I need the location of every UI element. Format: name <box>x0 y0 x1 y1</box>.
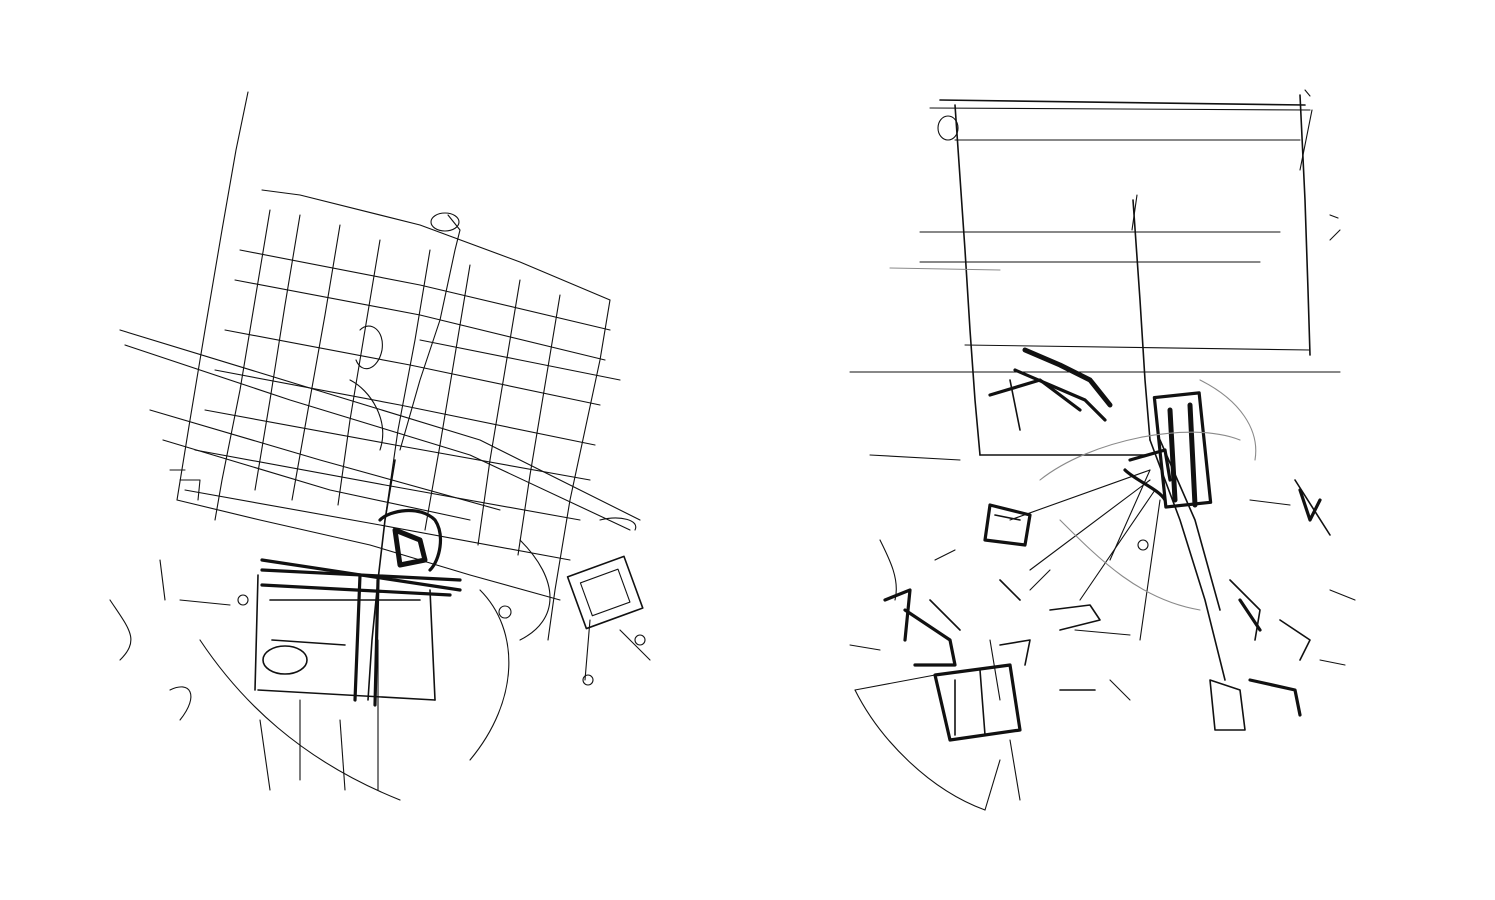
sketch-canvas <box>109 89 1356 811</box>
left-sketch <box>109 91 651 801</box>
right-sketch <box>849 89 1356 811</box>
